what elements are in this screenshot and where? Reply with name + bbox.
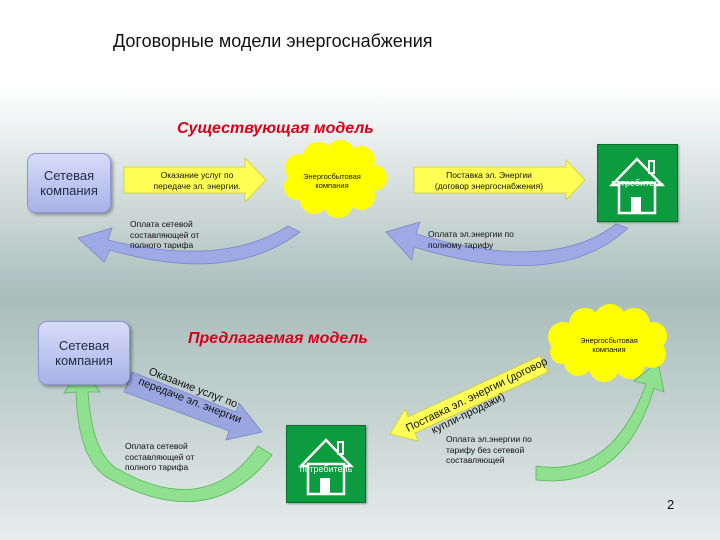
supply-arrow-2: [389, 355, 549, 442]
payment-right-2-label: Оплата эл.энергии по тарифу без сетевой …: [446, 434, 566, 466]
supply-arrow-2-text: Поставка эл. энергии (договор купли-прод…: [404, 356, 549, 437]
payment-left-1-line-2: составляющей от: [130, 229, 200, 240]
consumer-box-1: потребитель: [597, 144, 678, 222]
service-arrow-1: [123, 157, 267, 203]
house-icon: [609, 157, 665, 215]
payment-right-2-line-3: составляющей: [446, 455, 505, 465]
supplier-2-line-1: Энергосбытовая: [580, 336, 638, 345]
payment-left-1-line-1: Оплата сетевой: [130, 219, 193, 229]
network-company-2-line-2: компания: [55, 353, 113, 368]
house-icon-2: [298, 438, 354, 496]
service-arrow-1-label: Оказание услуг по передаче эл. энергии.: [142, 170, 252, 191]
supply-arrow-1-line-1: Поставка эл. Энергии: [446, 170, 532, 180]
network-company-box-2: Сетевая компания: [38, 321, 130, 385]
consumer-box-2: потребитель: [286, 425, 366, 503]
network-company-box-1: Сетевая компания: [27, 153, 111, 213]
service-arrow-2: [123, 371, 263, 441]
service-arrow-1-line-1: Оказание услуг по: [160, 170, 234, 180]
payment-right-1-line-2: полному тарифу: [428, 239, 494, 250]
network-company-line-2: компания: [40, 183, 98, 198]
supply-arrow-1-line-2: (договор энергоснабжения): [434, 180, 544, 191]
payment-left-2-line-2: составляющей от: [125, 451, 195, 462]
payment-right-1-label: Оплата эл.энергии по полному тарифу: [428, 229, 548, 250]
consumer-2-label: потребитель: [299, 464, 353, 474]
payment-left-2-line-3: полного тарифа: [125, 462, 189, 472]
page-number: 2: [667, 497, 675, 512]
supplier-1-line-2: компания: [315, 181, 349, 190]
supply-arrow-1-label: Поставка эл. Энергии (договор энергоснаб…: [414, 170, 564, 191]
supply-arrow-1: [413, 158, 586, 202]
payment-arrow-green-right: [535, 361, 665, 482]
payment-left-2-line-1: Оплата сетевой: [125, 441, 188, 451]
network-company-2-line-1: Сетевая: [58, 338, 110, 353]
supplier-cloud-1: [284, 140, 387, 218]
supply-arrow-2-line-1: Поставка эл. энергии (договор: [404, 356, 549, 435]
payment-right-2-line-1: Оплата эл.энергии по: [446, 434, 532, 444]
supplier-1-line-1: Энергосбытовая: [303, 172, 361, 181]
payment-arrow-left: [77, 225, 301, 265]
supplier-cloud-2-label: Энергосбытовая компания: [566, 336, 652, 354]
payment-left-1-line-3: полного тарифа: [130, 240, 194, 250]
supplier-cloud-1-label: Энергосбытовая компания: [292, 172, 372, 190]
payment-right-1-line-1: Оплата эл.энергии по: [428, 229, 514, 239]
network-company-line-1: Сетевая: [43, 168, 95, 183]
payment-left-1-label: Оплата сетевой составляющей от полного т…: [130, 219, 240, 251]
payment-arrow-right: [385, 221, 629, 266]
supplier-2-line-2: компания: [592, 345, 626, 354]
slide-title: Договорные модели энергоснабжения: [113, 31, 433, 51]
payment-right-2-line-2: тарифу без сетевой: [446, 444, 525, 455]
existing-model-heading: Существующая модель: [177, 120, 374, 137]
proposed-model-heading: Предлагаемая модель: [188, 330, 368, 347]
supplier-cloud-2: [548, 304, 667, 382]
service-arrow-1-line-2: передаче эл. энергии.: [153, 180, 241, 191]
consumer-1-label: потребитель: [611, 178, 664, 188]
payment-left-2-label: Оплата сетевой составляющей от полного т…: [125, 441, 235, 473]
